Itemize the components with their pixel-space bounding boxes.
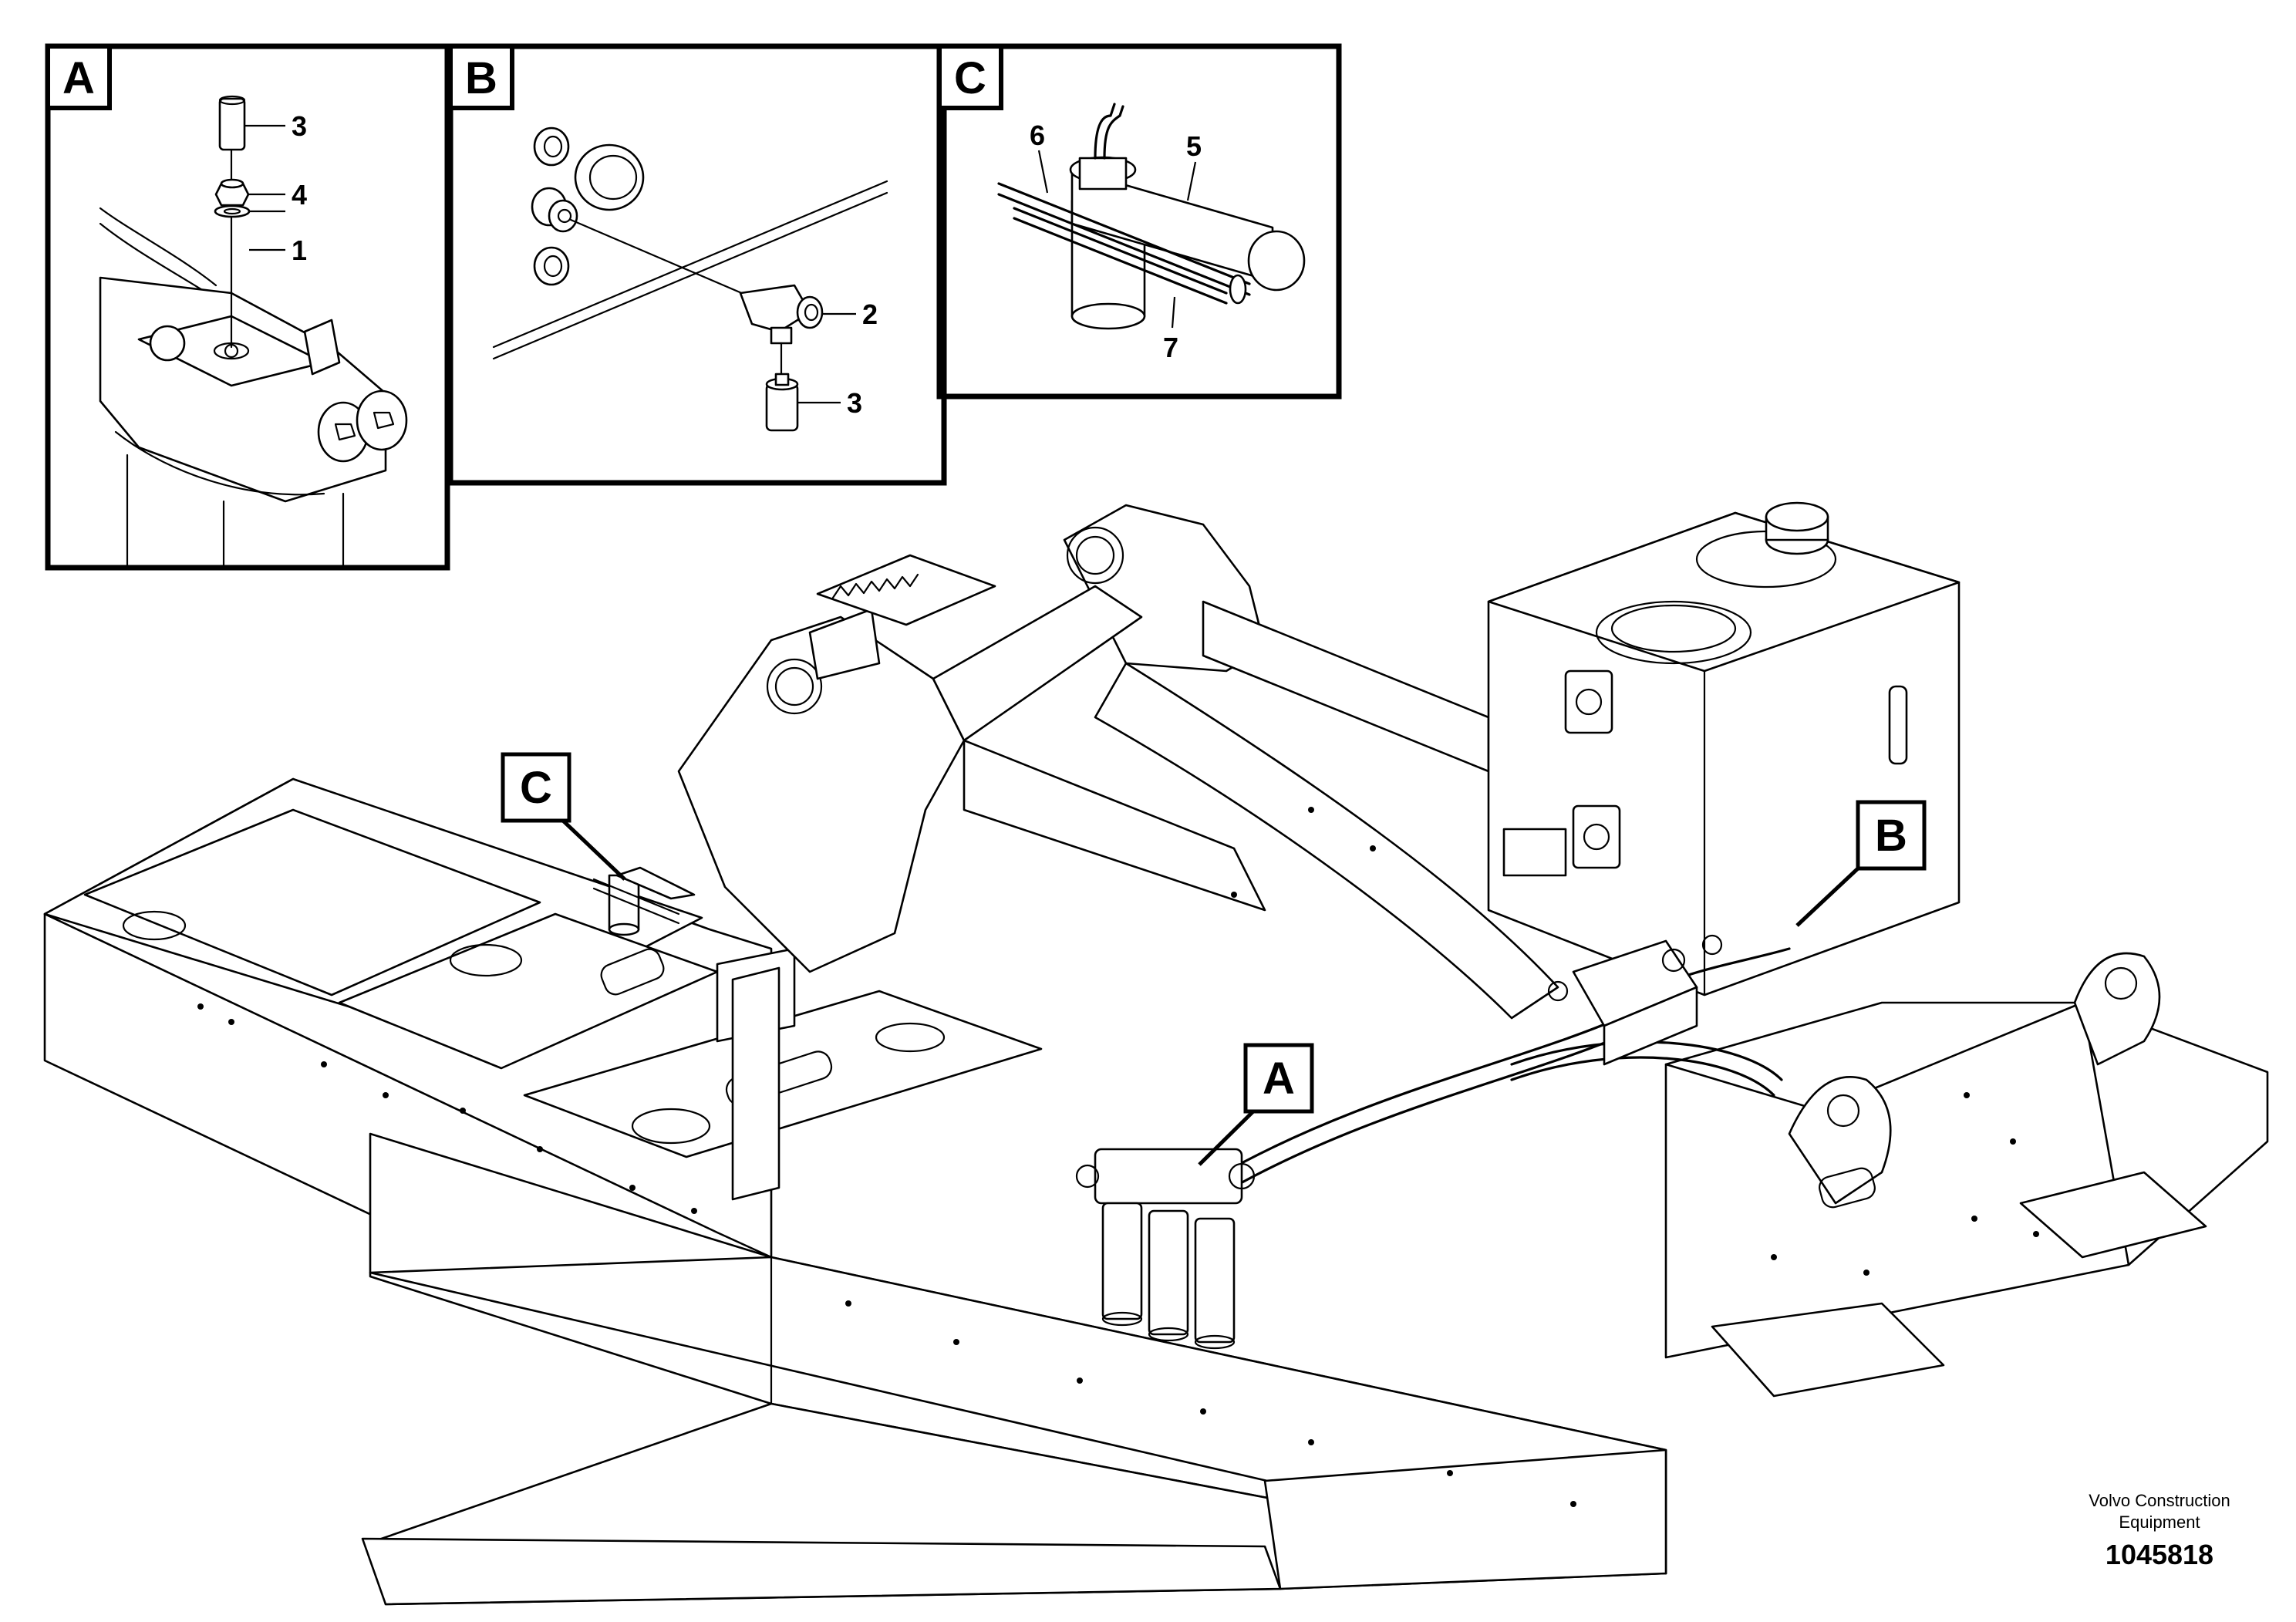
main-callout-b: B	[1795, 800, 1927, 927]
inset-b-callout-1: 2	[862, 298, 878, 330]
inset-c-callout-1: 6	[1030, 120, 1045, 151]
inset-b: B 2 3	[447, 43, 947, 486]
inset-a-letter: A	[62, 53, 95, 103]
footer-brand: Volvo Construction Equipment 1045818	[2089, 1491, 2230, 1570]
main-callout-b-letter: B	[1875, 811, 1907, 861]
inset-b-letter: B	[465, 53, 497, 103]
inset-c-letter: C	[954, 53, 986, 103]
main-callout-c: C	[501, 752, 626, 881]
brand-line-2: Equipment	[2119, 1512, 2200, 1532]
inset-c: C 6 5 7	[936, 43, 1342, 400]
inset-a-callout-2: 4	[292, 179, 307, 211]
main-callout-c-letter: C	[520, 763, 552, 813]
main-callout-a-letter: A	[1263, 1054, 1295, 1104]
inset-b-callout-2: 3	[847, 387, 862, 419]
drawing-number: 1045818	[2106, 1539, 2213, 1570]
inset-a-callout-3: 1	[292, 234, 307, 266]
main-fuel-filters	[1075, 1148, 1256, 1350]
inset-a: A 3 4 1	[45, 43, 450, 571]
frame-bolt-dots	[197, 807, 2039, 1507]
inset-a-callout-1: 3	[292, 110, 307, 142]
brand-line-1: Volvo Construction	[2089, 1491, 2230, 1510]
main-callout-a: A	[1198, 1043, 1314, 1166]
inset-c-callout-3: 7	[1163, 332, 1178, 363]
inset-c-callout-2: 5	[1186, 130, 1202, 162]
main-frame-illustration	[43, 501, 2269, 1606]
